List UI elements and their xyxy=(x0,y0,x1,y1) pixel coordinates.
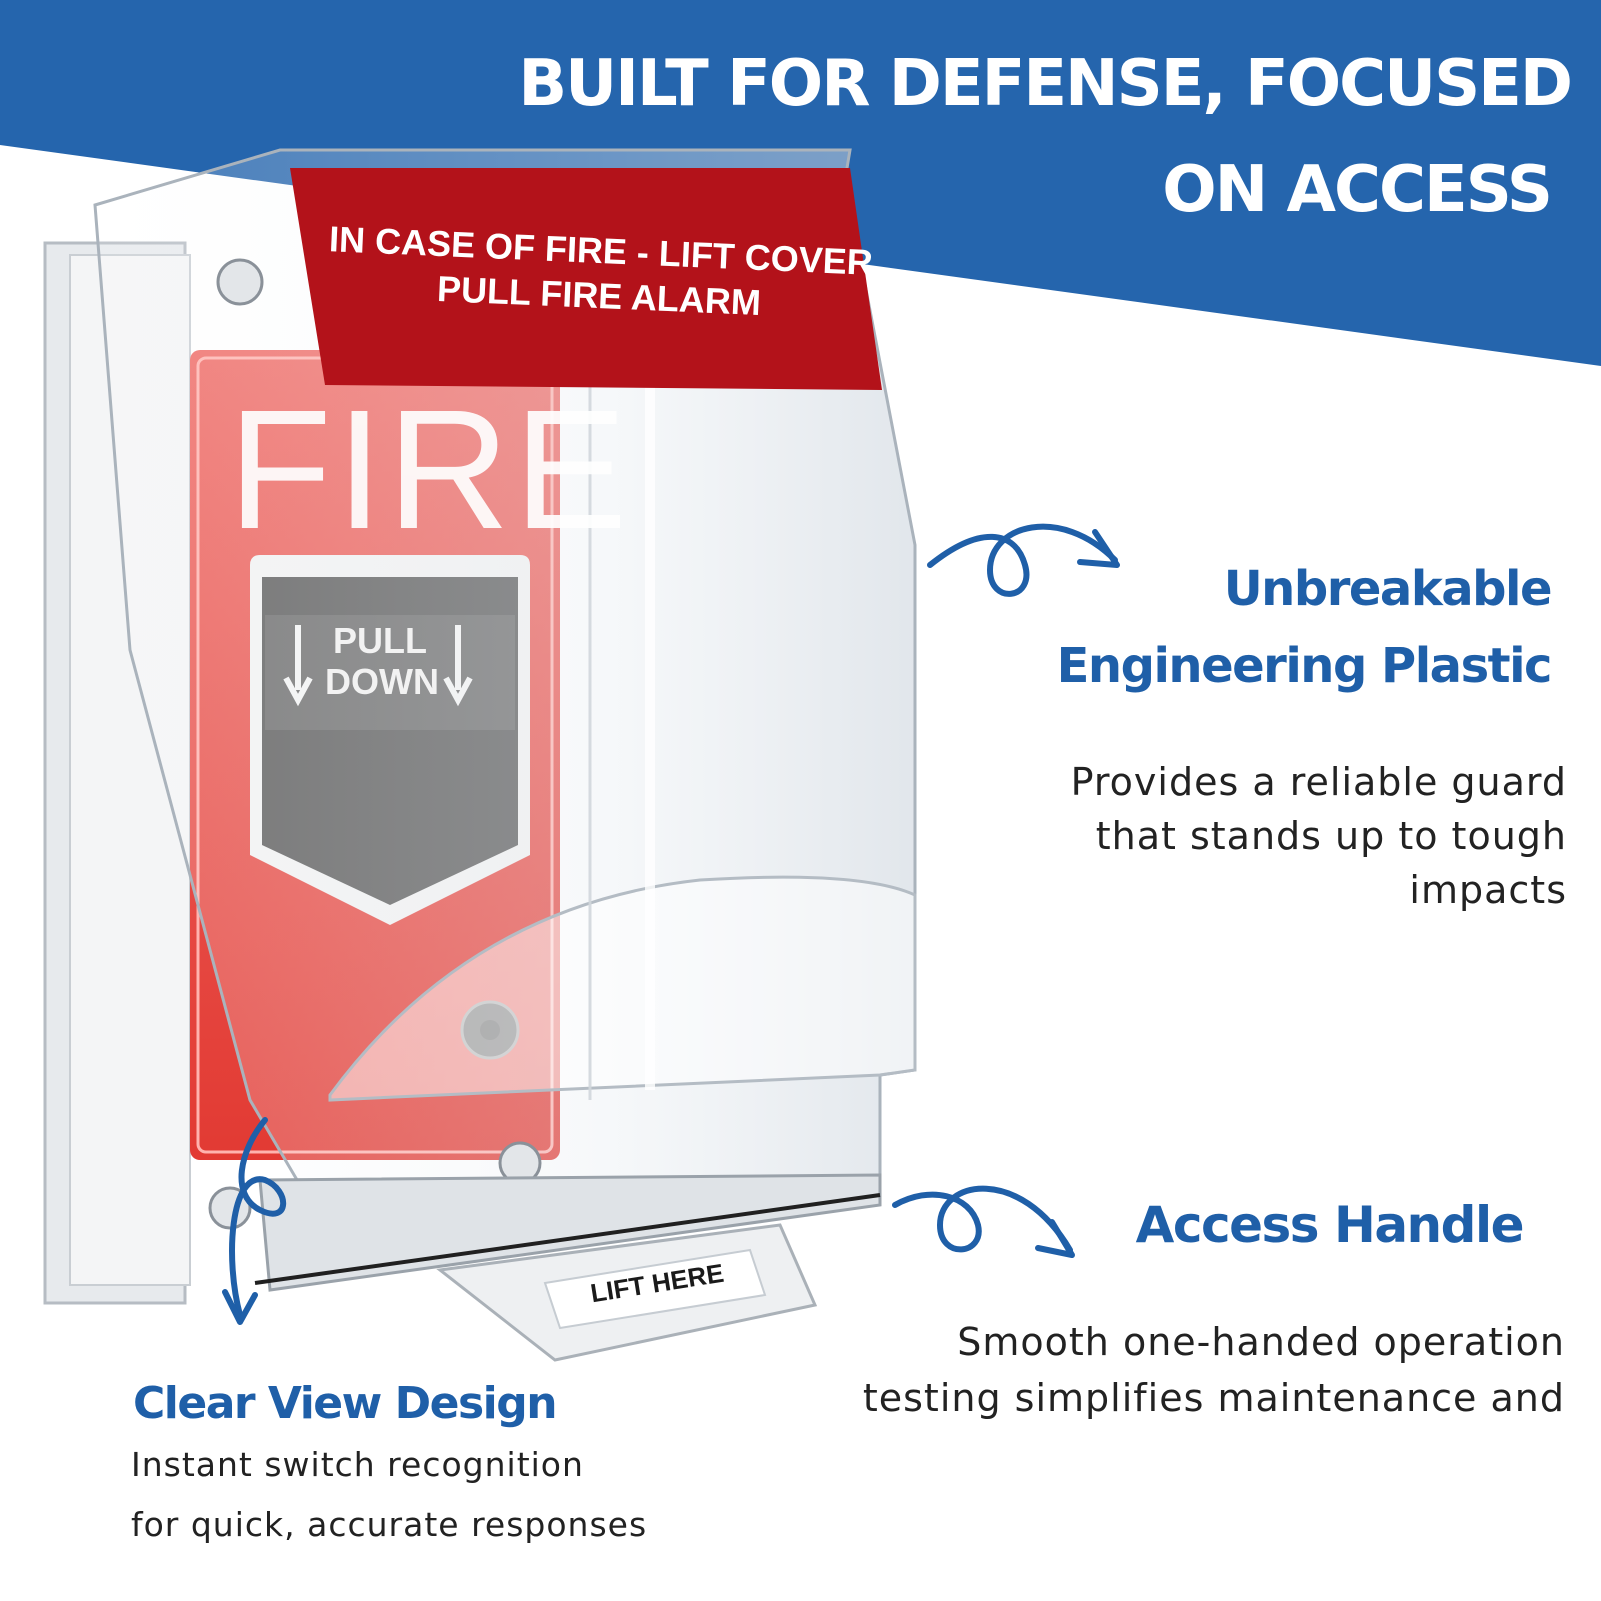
feature-clear-view-desc: Instant switch recognition for quick, ac… xyxy=(131,1435,647,1555)
base-shadow-line xyxy=(254,1193,881,1285)
feature-plastic-desc-line2: that stands up to tough xyxy=(1095,814,1567,858)
station-fire-text: FIRE xyxy=(228,375,632,565)
handle-text: PULL DOWN xyxy=(325,620,439,703)
feature-plastic-desc: Provides a reliable guard that stands up… xyxy=(1071,755,1567,917)
feature-clear-view-desc-line2: for quick, accurate responses xyxy=(131,1505,648,1544)
screw-icon-top xyxy=(216,258,264,306)
arrow-head-handle-icon xyxy=(1035,1219,1075,1258)
headline-line1: BUILT FOR DEFENSE, FOCUSED xyxy=(518,47,1573,121)
feature-handle-title: Access Handle xyxy=(1135,1196,1525,1254)
feature-clear-view-title: Clear View Design xyxy=(133,1378,558,1429)
feature-clear-view-desc-line1: Instant switch recognition xyxy=(131,1445,584,1484)
lift-tab-label-plate xyxy=(543,1248,767,1330)
curly-arrow-handle xyxy=(892,1185,1073,1253)
feature-plastic-title-line1: Unbreakable xyxy=(1223,561,1553,617)
cover-front-lip xyxy=(328,875,917,1102)
arrow-head-plastic-icon xyxy=(1077,529,1120,568)
feature-handle-desc-line2: testing simplifies maintenance and xyxy=(862,1376,1565,1420)
feature-handle-desc: Smooth one-handed operation testing simp… xyxy=(863,1314,1565,1426)
feature-handle-desc-line1: Smooth one-handed operation xyxy=(957,1320,1565,1364)
feature-plastic-title-line2: Engineering Plastic xyxy=(1056,638,1553,694)
feature-plastic-desc-line1: Provides a reliable guard xyxy=(1070,760,1567,804)
feature-plastic-desc-line3: impacts xyxy=(1409,868,1567,912)
cover-red-label xyxy=(290,168,882,390)
curly-arrow-plastic xyxy=(927,523,1118,597)
headline-line2: ON ACCESS xyxy=(1162,153,1553,227)
curly-arrow-clear-view xyxy=(229,1117,287,1318)
handle-text-line1: PULL xyxy=(333,620,427,661)
handle-text-line2: DOWN xyxy=(325,661,439,703)
arrow-head-clear-view-icon xyxy=(222,1289,258,1325)
